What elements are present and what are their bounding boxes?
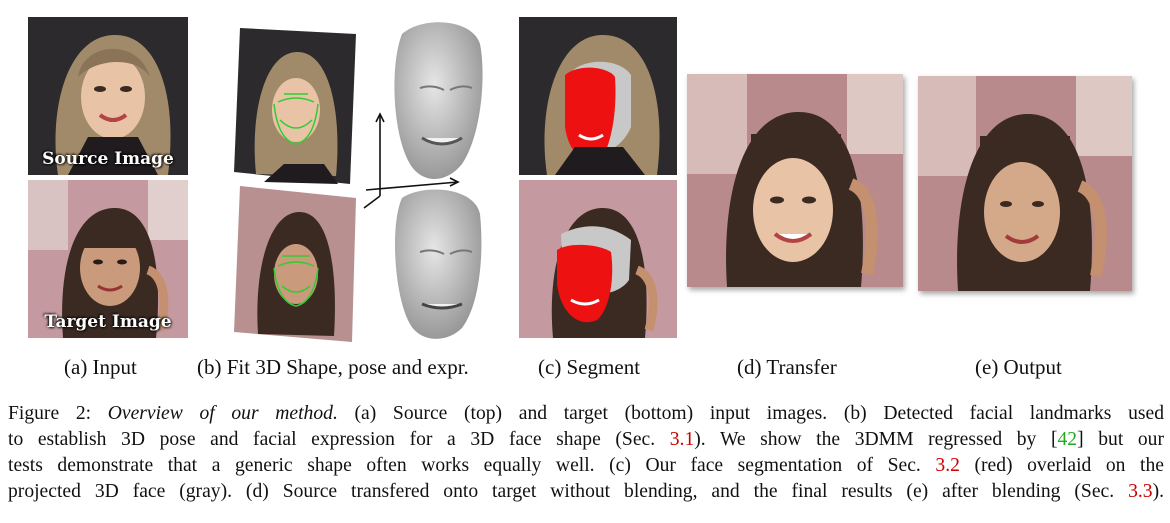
caption-line-2: to establish 3D pose and facial expressi… bbox=[8, 427, 1164, 453]
segment-target bbox=[519, 180, 677, 338]
panel-b-label: (b) Fit 3D Shape, pose and expr. bbox=[197, 355, 469, 379]
section-ref-link[interactable]: 3.3 bbox=[1128, 481, 1153, 502]
axes-icon bbox=[363, 112, 460, 209]
caption-text: (a) Source (top) and target (bottom) inp… bbox=[354, 403, 1165, 424]
target-3d-face bbox=[395, 189, 482, 339]
caption-text: to establish 3D pose and facial expressi… bbox=[8, 429, 656, 450]
segment-source-photo bbox=[519, 17, 677, 175]
caption-text: tests demonstrate that a generic shape o… bbox=[8, 455, 921, 476]
3d-shapes bbox=[362, 14, 492, 349]
panel-c-label: (c) Segment bbox=[538, 355, 641, 379]
citation-link[interactable]: 42 bbox=[1057, 429, 1078, 450]
caption-text: ). bbox=[1152, 481, 1164, 502]
3d-face-models bbox=[363, 22, 483, 339]
landmark-target bbox=[234, 182, 358, 344]
figure-number: Figure 2: bbox=[8, 403, 92, 424]
transfer-image bbox=[687, 74, 903, 287]
output-photo bbox=[918, 76, 1132, 291]
caption-line-1: Figure 2: Overview of our method. (a) So… bbox=[8, 401, 1164, 427]
figure-title: Overview of our method. bbox=[107, 403, 338, 424]
output-image bbox=[918, 76, 1132, 291]
section-ref-link[interactable]: 3.2 bbox=[935, 455, 960, 476]
caption-line-3: tests demonstrate that a generic shape o… bbox=[8, 453, 1164, 479]
caption-line-4: projected 3D face (gray). (d) Source tra… bbox=[8, 479, 1164, 505]
target-image-tag: Target Image bbox=[44, 312, 172, 332]
segment-target-photo bbox=[519, 180, 677, 338]
landmark-source-photo bbox=[234, 28, 356, 184]
panel-d-label: (d) Transfer bbox=[737, 355, 837, 379]
source-photo bbox=[28, 17, 188, 175]
caption-text: projected 3D face (gray). (d) Source tra… bbox=[8, 481, 1115, 502]
segment-source bbox=[519, 17, 677, 175]
target-image: Target Image bbox=[28, 180, 188, 338]
caption-text: ). We show the 3DMM regressed by [ bbox=[694, 429, 1058, 450]
panel-e-label: (e) Output bbox=[975, 355, 1062, 379]
target-photo bbox=[28, 180, 188, 338]
caption-text: ] but our bbox=[1077, 429, 1164, 450]
section-ref-link[interactable]: 3.1 bbox=[669, 429, 695, 450]
source-image-tag: Source Image bbox=[42, 149, 174, 169]
panel-a-label: (a) Input bbox=[64, 355, 137, 379]
caption-text: (red) overlaid on the bbox=[974, 455, 1164, 476]
landmark-target-photo bbox=[234, 186, 356, 342]
figure-caption: Figure 2: Overview of our method. (a) So… bbox=[8, 401, 1164, 505]
source-3d-face bbox=[394, 22, 483, 180]
landmark-source bbox=[234, 24, 358, 186]
figure: Source Image Target Image bbox=[28, 14, 1132, 379]
transfer-photo bbox=[687, 74, 903, 287]
source-image: Source Image bbox=[28, 17, 188, 175]
